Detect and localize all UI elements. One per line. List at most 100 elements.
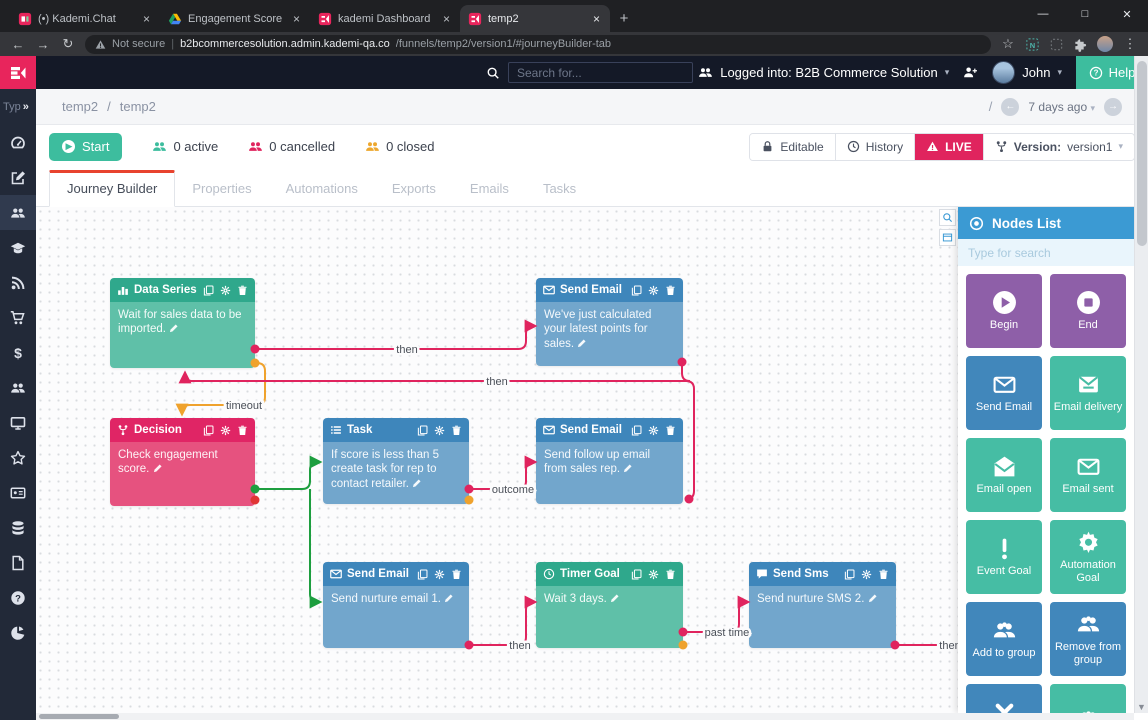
- sidebar-item-feeds[interactable]: [0, 265, 36, 300]
- node-settings-icon[interactable]: [648, 285, 659, 296]
- journey-canvas[interactable]: Data Series Va... Wait for sales data to…: [36, 207, 1148, 713]
- canvas-zoom-button[interactable]: [939, 209, 956, 226]
- browser-menu-dots-icon[interactable]: ⋮: [1123, 36, 1137, 51]
- copy-node-icon[interactable]: [203, 285, 214, 296]
- window-minimize-button[interactable]: —: [1037, 8, 1049, 20]
- node-settings-icon[interactable]: [434, 425, 445, 436]
- horizontal-scrollbar-thumb[interactable]: [39, 714, 119, 719]
- edit-icon[interactable]: [153, 463, 163, 475]
- breadcrumb-item[interactable]: temp2: [62, 99, 99, 114]
- close-tab-icon[interactable]: ×: [442, 11, 450, 26]
- node-settings-icon[interactable]: [220, 285, 231, 296]
- forward-icon[interactable]: →: [36, 36, 50, 52]
- canvas-panel-toggle-button[interactable]: [939, 229, 956, 246]
- reload-icon[interactable]: ↻: [62, 36, 74, 51]
- address-bar[interactable]: Not secure | b2bcommercesolution.admin.k…: [85, 34, 991, 54]
- sidebar-item-favorites[interactable]: [0, 440, 36, 475]
- tab-automations[interactable]: Automations: [285, 181, 358, 196]
- scroll-down-icon[interactable]: ▼: [1137, 702, 1146, 712]
- sidebar-item-help[interactable]: ?: [0, 580, 36, 615]
- canvas-node-decision[interactable]: Decision Check engagement score.: [110, 418, 255, 506]
- delete-node-icon[interactable]: [878, 569, 889, 580]
- back-icon[interactable]: ←: [11, 36, 25, 52]
- node-tile-email-open[interactable]: Email open: [966, 438, 1042, 512]
- time-next-button[interactable]: →: [1104, 97, 1122, 116]
- edit-icon[interactable]: [577, 338, 587, 350]
- sidebar-item-dashboard[interactable]: [0, 125, 36, 160]
- canvas-node-task[interactable]: Task If score is less than 5 create task…: [323, 418, 469, 504]
- sidebar-item-cards[interactable]: [0, 475, 36, 510]
- node-tile-add-to-group[interactable]: Add to group: [966, 602, 1042, 676]
- close-tab-icon[interactable]: ×: [142, 11, 150, 26]
- sidebar-item-groups[interactable]: [0, 370, 36, 405]
- horizontal-scrollbar[interactable]: [36, 713, 1134, 720]
- extensions-puzzle-icon[interactable]: [1073, 37, 1088, 52]
- tab-exports[interactable]: Exports: [391, 181, 436, 196]
- delete-node-icon[interactable]: [665, 285, 676, 296]
- node-settings-icon[interactable]: [434, 569, 445, 580]
- sidebar-item-websites[interactable]: [0, 405, 36, 440]
- global-search-input[interactable]: [508, 62, 693, 83]
- browser-tab[interactable]: temp2 ×: [460, 5, 610, 32]
- edit-icon[interactable]: [623, 463, 633, 475]
- copy-node-icon[interactable]: [417, 425, 428, 436]
- delete-node-icon[interactable]: [665, 569, 676, 580]
- breadcrumb-item[interactable]: temp2: [119, 99, 156, 114]
- copy-node-icon[interactable]: [631, 569, 642, 580]
- node-tile-email-sent[interactable]: Email sent: [1050, 438, 1126, 512]
- extension-dashed-icon[interactable]: [1049, 37, 1064, 52]
- window-close-button[interactable]: ✕: [1122, 8, 1132, 21]
- edit-icon[interactable]: [868, 593, 878, 605]
- delete-node-icon[interactable]: [237, 285, 248, 296]
- sidebar-item-learning[interactable]: [0, 230, 36, 265]
- sidebar-expand[interactable]: Typ »: [3, 101, 29, 113]
- editable-button[interactable]: Editable: [750, 133, 835, 160]
- bookmark-star-icon[interactable]: ☆: [1002, 36, 1014, 51]
- user-menu[interactable]: John ▾: [992, 61, 1062, 84]
- vertical-scrollbar-thumb[interactable]: [1137, 61, 1147, 246]
- node-tile-automation-goal[interactable]: Automation Goal: [1050, 520, 1126, 594]
- kademi-logo[interactable]: [0, 56, 36, 89]
- copy-node-icon[interactable]: [844, 569, 855, 580]
- logged-into-dropdown[interactable]: Logged into: B2B Commerce Solution ▾: [698, 65, 949, 80]
- node-settings-icon[interactable]: [220, 425, 231, 436]
- sidebar-item-compose[interactable]: [0, 160, 36, 195]
- sidebar-item-documents[interactable]: [0, 545, 36, 580]
- delete-node-icon[interactable]: [451, 425, 462, 436]
- delete-node-icon[interactable]: [237, 425, 248, 436]
- node-tile-send-email[interactable]: Send Email: [966, 356, 1042, 430]
- canvas-node-data-series[interactable]: Data Series Va... Wait for sales data to…: [110, 278, 255, 368]
- close-tab-icon[interactable]: ×: [292, 11, 300, 26]
- node-settings-icon[interactable]: [861, 569, 872, 580]
- time-prev-button[interactable]: ←: [1001, 97, 1020, 116]
- not-secure-warning-icon[interactable]: [95, 39, 106, 50]
- canvas-node-send-email[interactable]: Send Email Send nurture email 1.: [323, 562, 469, 648]
- copy-node-icon[interactable]: [631, 425, 642, 436]
- sidebar-item-contacts[interactable]: [0, 195, 36, 230]
- nodes-search-input[interactable]: [958, 239, 1134, 266]
- vertical-scrollbar[interactable]: ▼: [1134, 56, 1148, 713]
- browser-tab[interactable]: kademi Dashboard ×: [310, 5, 460, 32]
- node-tile-end[interactable]: End: [1050, 274, 1126, 348]
- version-dropdown[interactable]: Version: version1 ▾: [982, 133, 1134, 160]
- node-settings-icon[interactable]: [648, 425, 659, 436]
- canvas-node-timer-goal[interactable]: Timer Goal Wait 3 days.: [536, 562, 683, 648]
- canvas-node-send-email[interactable]: Send Email We've just calculated your la…: [536, 278, 683, 366]
- tab-properties[interactable]: Properties: [192, 181, 252, 196]
- sidebar-item-store[interactable]: [0, 300, 36, 335]
- delete-node-icon[interactable]: [665, 425, 676, 436]
- browser-profile-avatar[interactable]: [1097, 36, 1113, 52]
- new-tab-button[interactable]: +: [619, 10, 629, 27]
- start-button[interactable]: ▶ Start: [49, 132, 123, 161]
- edit-icon[interactable]: [444, 593, 454, 605]
- history-button[interactable]: History: [834, 133, 915, 160]
- node-tile-begin[interactable]: Begin: [966, 274, 1042, 348]
- edit-icon[interactable]: [412, 478, 422, 490]
- canvas-node-send-email[interactable]: Send Email Send follow up email from sal…: [536, 418, 683, 504]
- browser-tab[interactable]: Engagement Score - Google Driv ×: [160, 5, 310, 32]
- sidebar-item-payments[interactable]: $: [0, 335, 36, 370]
- window-maximize-button[interactable]: □: [1081, 8, 1089, 20]
- time-range-dropdown[interactable]: 7 days ago ▾: [1028, 99, 1095, 114]
- node-tile-people-tile[interactable]: [1050, 684, 1126, 713]
- tab-tasks[interactable]: Tasks: [542, 181, 577, 196]
